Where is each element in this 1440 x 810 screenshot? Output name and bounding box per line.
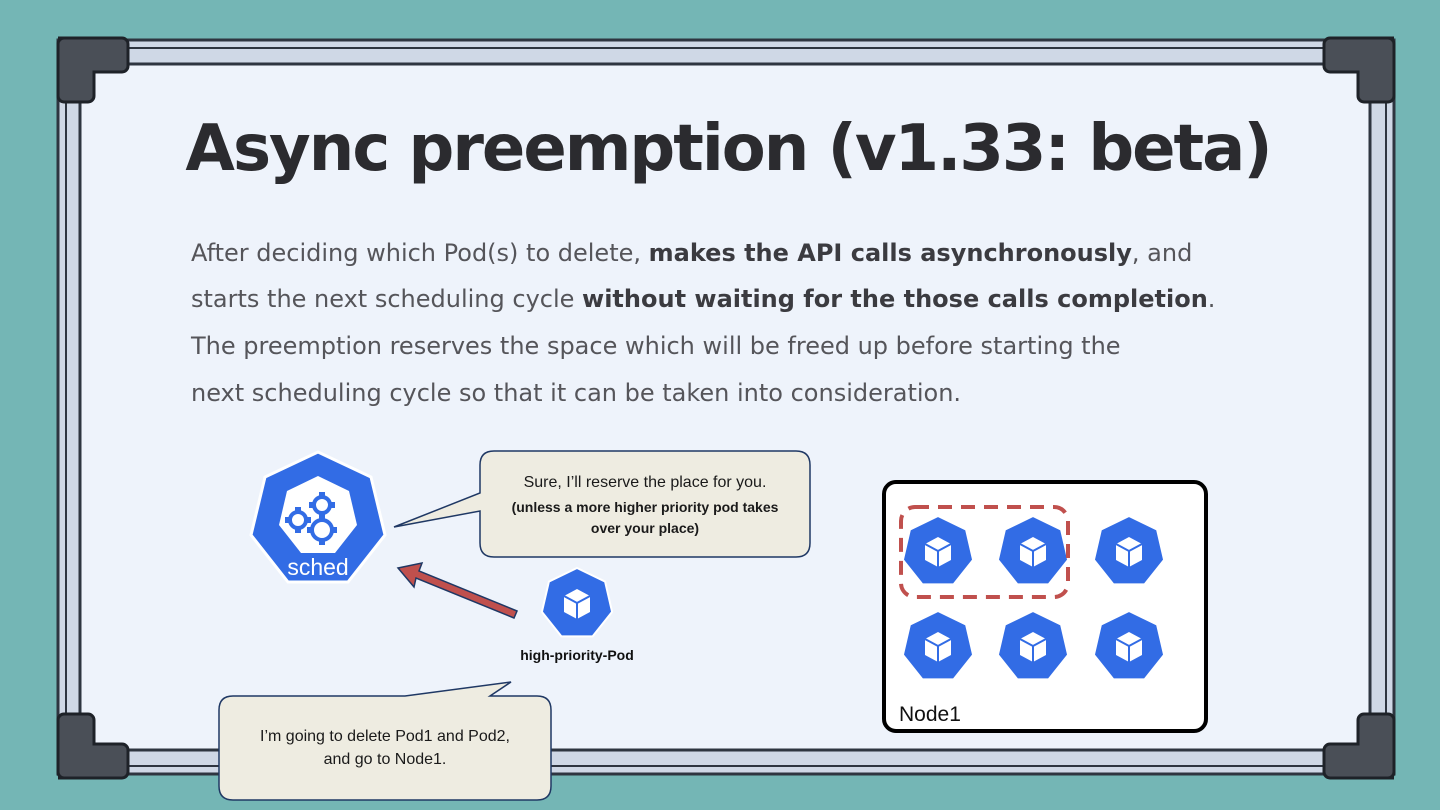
pod-bubble-line-2: and go to Node1. [323, 751, 447, 768]
reserved-space-highlight [899, 505, 1070, 599]
high-priority-pod-label: high-priority-Pod [520, 647, 634, 663]
frame-corner-bottom-left [56, 712, 130, 780]
arrow-icon [396, 561, 518, 619]
paragraph-text: . [1207, 285, 1216, 313]
scheduler-bubble-line-1: Sure, I’ll reserve the place for you. [523, 474, 767, 491]
paragraph-bold-text: makes the API calls asynchronously [648, 239, 1132, 267]
frame-corner-bottom-right [1322, 712, 1396, 780]
paragraph-text: After deciding which Pod(s) to delete, [191, 239, 649, 267]
paragraph-line-3: The preemption reserves the space which … [191, 332, 1121, 360]
gear-teeth [285, 492, 337, 545]
node-label: Node1 [899, 703, 961, 726]
scheduler-label: sched [287, 554, 349, 580]
frame-corner-top-right [1322, 36, 1396, 104]
frame-corner-top-left [56, 36, 130, 104]
kube-scheduler-icon [249, 450, 387, 584]
paragraph-line-2: starts the next scheduling cycle without… [191, 283, 1311, 315]
high-priority-pod-icon [542, 568, 612, 636]
paragraph-text: starts the next scheduling cycle [191, 285, 583, 313]
paragraph-text: , and [1131, 239, 1193, 267]
scheduler-bubble-line-2: (unless a more higher priority pod takes [511, 499, 779, 515]
pod-bubble-line-1: I’m going to delete Pod1 and Pod2, [260, 728, 510, 745]
scheduler-speech-bubble [393, 450, 811, 558]
slide-title: Async preemption (v1.33: beta) [185, 112, 1272, 186]
pod-speech-bubble [218, 681, 552, 801]
paragraph-line-1: After deciding which Pod(s) to delete, m… [191, 237, 1311, 269]
paragraph-line-4: next scheduling cycle so that it can be … [191, 379, 962, 407]
scheduler-bubble-line-3: over your place) [590, 520, 700, 536]
paragraph-bold-text: without waiting for the those calls comp… [582, 285, 1208, 313]
